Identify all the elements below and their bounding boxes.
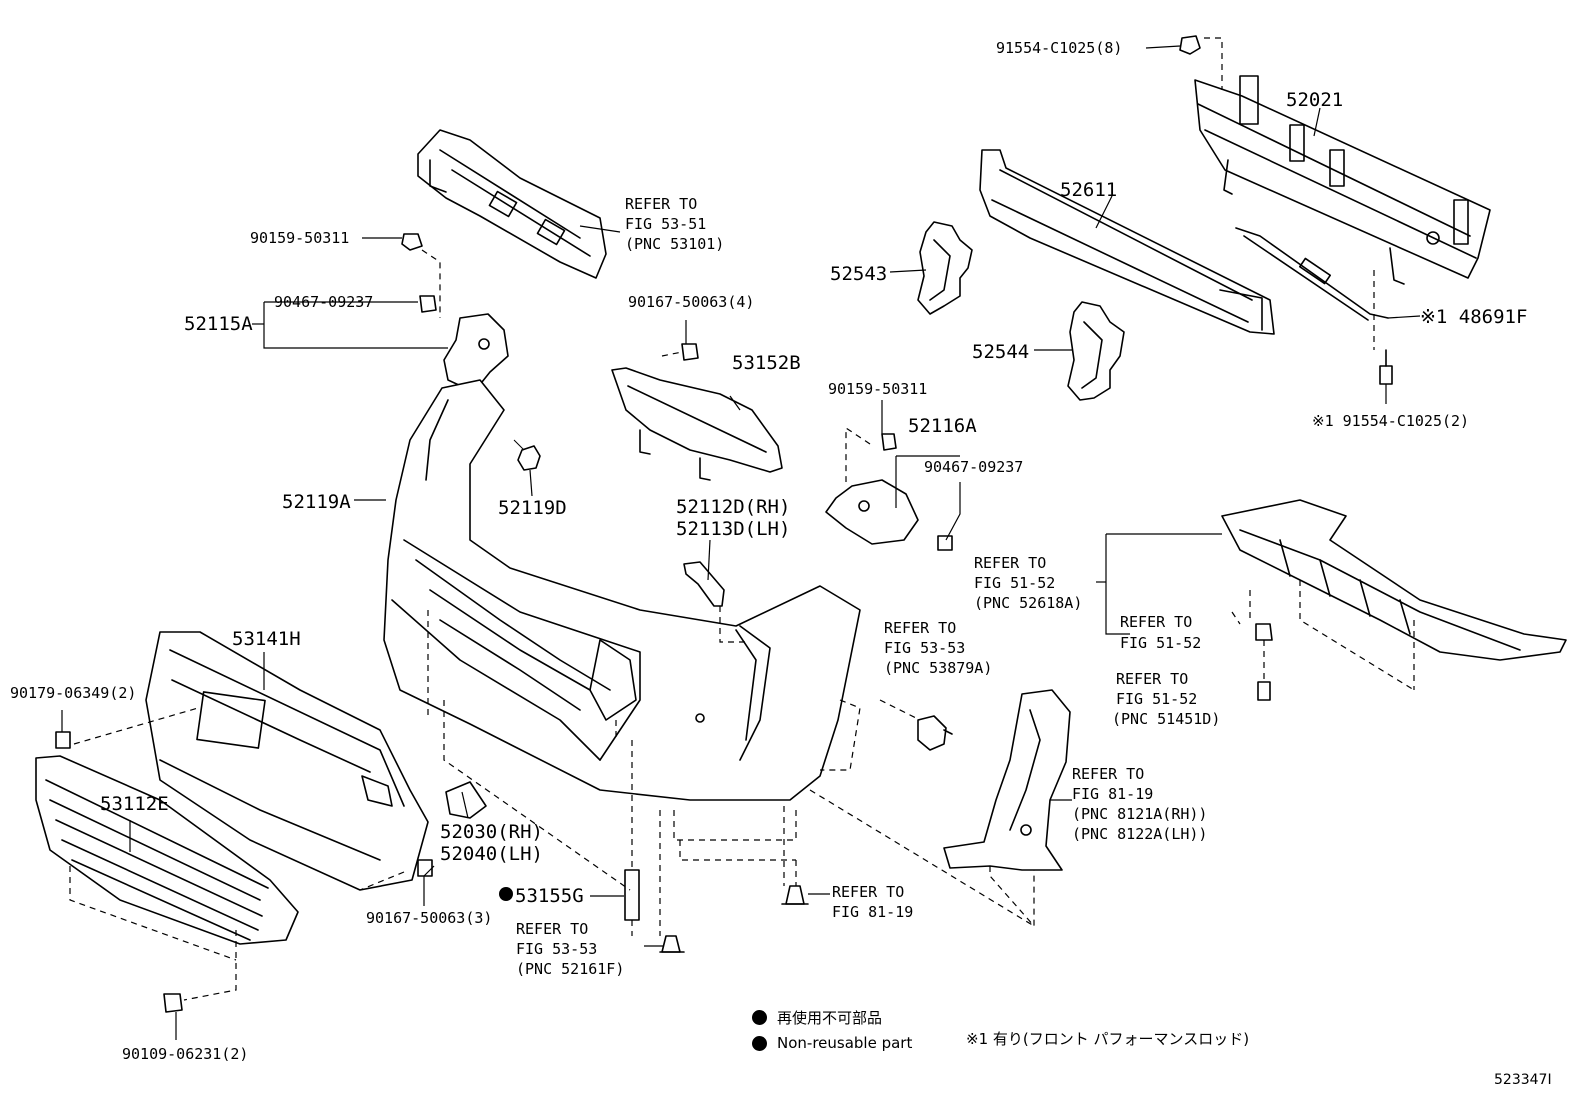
legend-en-text: Non-reusable part [777, 1034, 913, 1052]
refer-81-19-a-line4: (PNC 8122A(LH)) [1072, 825, 1207, 843]
refer-51-52-b-line2[interactable]: FIG 51-52 [1120, 634, 1201, 652]
label-90179-06349[interactable]: 90179-06349(2) [10, 684, 136, 702]
bolt-90109-06231[interactable] [163, 993, 183, 1013]
refer-53-53-b-line3: (PNC 52161F) [516, 960, 624, 978]
label-90167-50063-3[interactable]: 90167-50063(3) [366, 909, 492, 927]
bumper-cover-52119a[interactable] [383, 379, 861, 801]
label-53141h[interactable]: 53141H [232, 628, 301, 650]
refer-53-53-a-line3: (PNC 53879A) [884, 659, 992, 677]
refer-53-53-a-line2[interactable]: FIG 53-53 [884, 639, 965, 657]
refer-53-51-line3: (PNC 53101) [625, 235, 724, 253]
label-90159-50311[interactable]: 90159-50311 [250, 229, 349, 247]
performance-rod-48691f[interactable] [1235, 227, 1389, 321]
refer-53-53-b-line2[interactable]: FIG 53-53 [516, 940, 597, 958]
label-90467-09237[interactable]: 90467-09237 [274, 293, 373, 311]
bolt-91554-c1025[interactable] [1179, 35, 1201, 55]
label-52030-rh[interactable]: 52030(RH) [440, 821, 543, 843]
screw-90467-09237-b[interactable] [937, 535, 953, 551]
non-reusable-marker [499, 887, 513, 901]
label-52112d-rh[interactable]: 52112D(RH) [676, 496, 790, 518]
refer-81-19-b-line1: REFER TO [832, 883, 904, 901]
label-52119a[interactable]: 52119A [282, 491, 351, 513]
refer-51-52-a-line1: REFER TO [974, 554, 1046, 572]
label-91554-c1025-8[interactable]: 91554-C1025(8) [996, 39, 1122, 57]
fog-lamp-bracket-8121a[interactable] [943, 689, 1071, 871]
label-52116a[interactable]: 52116A [908, 415, 977, 437]
label-52544[interactable]: 52544 [972, 341, 1029, 363]
legend-jp-text: 再使用不可部品 [777, 1008, 883, 1027]
refer-51-52-c-line1: REFER TO [1116, 670, 1188, 688]
upper-retainer-53101[interactable] [417, 129, 607, 279]
label-91554-c1025-2[interactable]: ※1 91554-C1025(2) [1312, 412, 1469, 430]
nut-90179-06349[interactable] [55, 731, 71, 749]
label-53112e[interactable]: 53112E [100, 793, 169, 815]
legend: 再使用不可部品 Non-reusable part [752, 1004, 912, 1056]
bolt-91554-c1025-2[interactable] [1379, 349, 1393, 385]
bolt-90159-50311[interactable] [401, 233, 423, 251]
label-53152b[interactable]: 53152B [732, 352, 801, 374]
bracket-52544[interactable] [1067, 301, 1125, 401]
refer-53-51-line2[interactable]: FIG 53-51 [625, 215, 706, 233]
refer-81-19-a-line1: REFER TO [1072, 765, 1144, 783]
label-52115a[interactable]: 52115A [184, 313, 253, 335]
label-52113d-lh[interactable]: 52113D(LH) [676, 518, 790, 540]
legend-row-en: Non-reusable part [752, 1030, 912, 1056]
clip-52119d[interactable] [513, 439, 541, 471]
bracket-52543[interactable] [917, 221, 973, 315]
refer-51-52-a-line3: (PNC 52618A) [974, 594, 1082, 612]
label-52611[interactable]: 52611 [1060, 179, 1117, 201]
side-bracket-52116a[interactable] [825, 479, 919, 545]
bolt-90167-50063-4[interactable] [681, 343, 699, 361]
refer-53-53-b-line1: REFER TO [516, 920, 588, 938]
side-spacer-52112d[interactable] [683, 561, 725, 607]
refer-81-19-a-line3: (PNC 8121A(RH)) [1072, 805, 1207, 823]
refer-51-52-c-line2[interactable]: FIG 51-52 [1116, 690, 1197, 708]
label-52119d[interactable]: 52119D [498, 497, 567, 519]
clip-81-19[interactable] [781, 885, 809, 905]
footnote: ※1 有り(フロント パフォーマンスロッド) [966, 1030, 1250, 1048]
refer-81-19-b-line2[interactable]: FIG 81-19 [832, 903, 913, 921]
label-52040-lh[interactable]: 52040(LH) [440, 843, 543, 865]
label-90167-50063-4[interactable]: 90167-50063(4) [628, 293, 754, 311]
non-reusable-dot-icon [752, 1009, 767, 1025]
refer-81-19-a-line2[interactable]: FIG 81-19 [1072, 785, 1153, 803]
label-52543[interactable]: 52543 [830, 263, 887, 285]
refer-51-52-a-line2[interactable]: FIG 51-52 [974, 574, 1055, 592]
cover-53152b[interactable] [611, 367, 783, 481]
leader-lines [61, 37, 1421, 1040]
bumper-reinforcement-52021[interactable] [1194, 75, 1491, 285]
refer-51-52-b-line1: REFER TO [1120, 613, 1192, 631]
label-52021[interactable]: 52021 [1286, 89, 1343, 111]
label-48691f[interactable]: ※1 48691F [1420, 306, 1527, 328]
screw-90467-09237[interactable] [419, 295, 437, 313]
illustration-id: 523347I [1494, 1072, 1552, 1088]
label-90109-06231[interactable]: 90109-06231(2) [122, 1045, 248, 1063]
clip-52161f[interactable] [659, 935, 685, 953]
under-cover-52618a[interactable] [1221, 499, 1567, 661]
non-reusable-dot-icon [752, 1035, 767, 1051]
refer-53-53-a-line1: REFER TO [884, 619, 956, 637]
refer-53-51-line1: REFER TO [625, 195, 697, 213]
refer-51-52-c-line3: (PNC 51451D) [1112, 710, 1220, 728]
clip-53879a[interactable] [917, 715, 953, 751]
label-90159-50311-b[interactable]: 90159-50311 [828, 380, 927, 398]
seal-53155g[interactable] [624, 869, 640, 921]
legend-row-jp: 再使用不可部品 [752, 1004, 912, 1030]
label-90467-09237-b[interactable]: 90467-09237 [924, 458, 1023, 476]
clip-51-52[interactable] [1255, 623, 1273, 641]
bolt-90167-50063-3[interactable] [417, 859, 433, 877]
part-labels: 91554-C1025(8) 52021 52611 52543 52544 ※… [10, 39, 1527, 1063]
bumper-absorber-52611[interactable] [979, 149, 1275, 335]
extension-52030[interactable] [445, 781, 487, 819]
label-53155g[interactable]: 53155G [515, 885, 584, 907]
bolt-51451d[interactable] [1257, 681, 1271, 701]
radiator-grille-53141h[interactable] [145, 631, 429, 891]
bolt-90159-50311-b[interactable] [881, 433, 897, 451]
lower-grille-53112e[interactable] [35, 755, 299, 945]
